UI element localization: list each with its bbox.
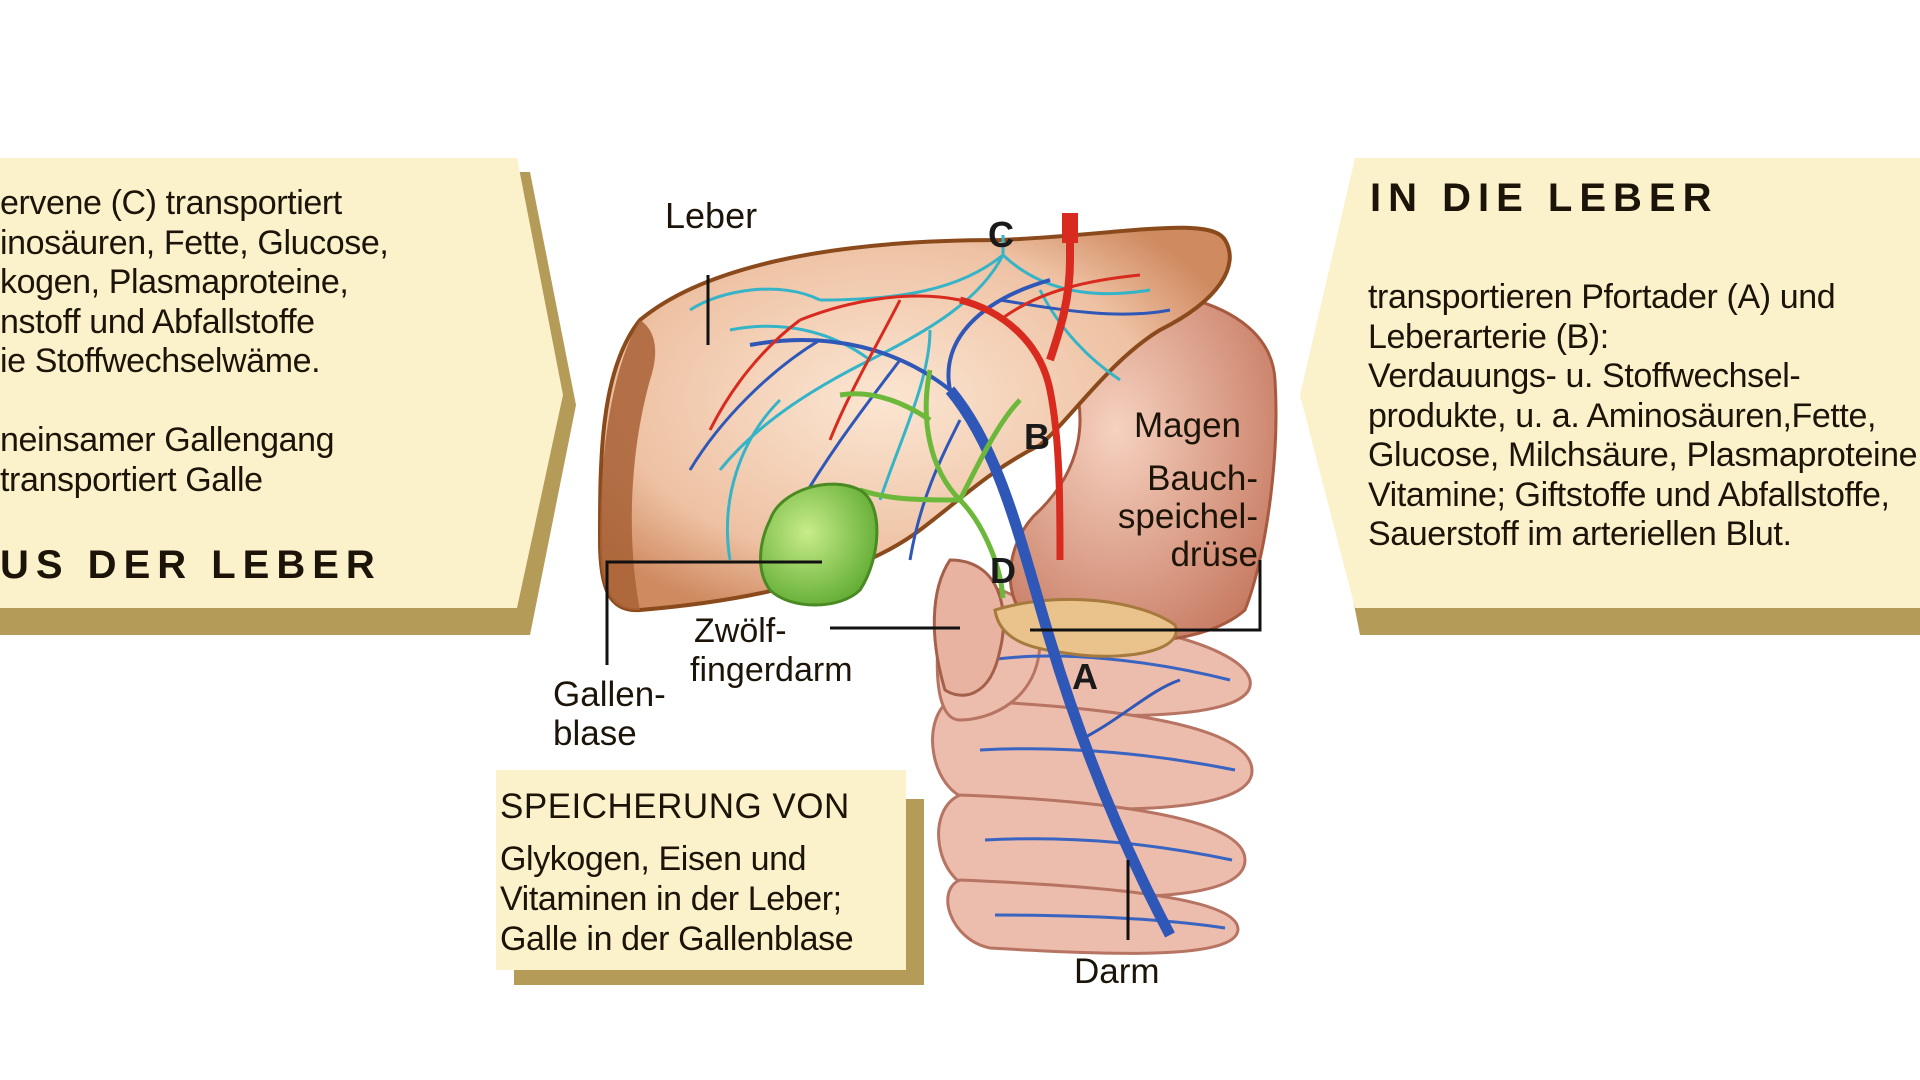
right-text-line: Leberarterie (B): (1368, 317, 1609, 356)
label-bauch-line: Bauch- (1147, 459, 1258, 498)
right-panel-text: transportieren Pfortader (A) und Leberar… (1368, 278, 1920, 555)
right-text-line: Verdauungs- u. Stoffwechsel- (1368, 357, 1801, 395)
left-text-line: transportiert Galle (0, 460, 263, 499)
leader-lines (605, 275, 1262, 940)
left-panel-text: ervene (C) transportiert inosäuren, Fett… (0, 184, 520, 500)
duodenum (932, 558, 1005, 697)
left-text-line: nstoff und Abfallstoffe (0, 302, 315, 341)
right-panel (1300, 158, 1920, 608)
right-text-line: Vitamine; Giftstoffe und Abfallstoffe, (1368, 475, 1890, 514)
right-text-line: transportieren Pfortader (A) und (1368, 278, 1836, 316)
left-text-line: inosäuren, Fette, Glucose, (0, 223, 389, 262)
left-text-line: kogen, Plasmaproteine, (0, 263, 349, 301)
label-gallenblase: Gallen- blase (553, 675, 666, 753)
left-text-line: ervene (C) transportiert (0, 184, 342, 222)
bile-duct-tree (839, 369, 1022, 599)
label-bauch-line: speichel- (1117, 497, 1258, 536)
left-panel (0, 158, 563, 608)
right-text-line: Sauerstoff im arteriellen Blut. (1368, 515, 1792, 553)
hepatic-artery-tree (708, 215, 1141, 561)
letter-b: B (1024, 416, 1050, 457)
right-text-line: Glucose, Milchsäure, Plasmaproteine, (1368, 436, 1920, 474)
left-text-line: ie Stoffwechselwäme. (0, 342, 321, 380)
intestine-vessels (979, 654, 1236, 930)
storage-box-text: Glykogen, Eisen und Vitaminen in der Leb… (500, 839, 904, 959)
vena-cava-stub (1062, 213, 1078, 243)
letter-d: D (990, 550, 1016, 591)
right-panel-heading: IN DIE LEBER (1370, 176, 1719, 220)
gall-bladder (759, 482, 879, 607)
label-zwoelf-line: Zwölf- (694, 612, 787, 650)
storage-text-line: Glykogen, Eisen und (500, 840, 807, 878)
letter-a: A (1072, 656, 1098, 697)
letter-c: C (988, 214, 1014, 255)
storage-text-line: Vitaminen in der Leber; (500, 880, 842, 918)
label-gallen-line: blase (553, 714, 637, 753)
label-leber: Leber (665, 195, 758, 236)
label-gallen-line: Gallen- (553, 675, 666, 714)
right-text-line: produkte, u. a. Aminosäuren,Fette, (1368, 396, 1877, 435)
label-magen: Magen (1134, 406, 1242, 445)
liver-edge-shading (600, 320, 656, 611)
label-zwoelffingerdarm: Zwölf- fingerdarm (690, 612, 853, 690)
left-panel-heading: US DER LEBER (0, 543, 382, 587)
storage-box (496, 770, 906, 970)
label-zwoelf-line: fingerdarm (690, 651, 853, 689)
storage-text-line: Galle in der Gallenblase (500, 920, 854, 958)
label-darm: Darm (1074, 952, 1160, 991)
label-bauch-line: drüse (1170, 535, 1258, 574)
left-text-line: neinsamer Gallengang (0, 421, 335, 459)
storage-box-heading: SPEICHERUNG VON (500, 787, 850, 826)
label-bauchspeicheldruese: Bauch- speichel- drüse (1108, 460, 1258, 574)
